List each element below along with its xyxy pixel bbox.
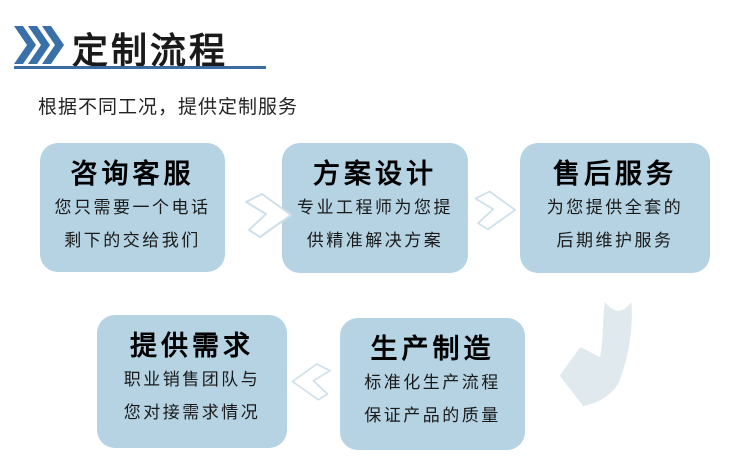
- arrow-right-icon: [474, 190, 516, 231]
- step-card-design: 方案设计 专业工程师为您提 供精准解决方案: [282, 143, 468, 273]
- step-card-aftersales: 售后服务 为您提供全套的 后期维护服务: [520, 143, 710, 273]
- arrow-left-icon: [291, 363, 331, 401]
- step-desc-line2: 您对接需求情况: [123, 403, 261, 423]
- step-desc-line1: 您只需要一个电话: [54, 198, 211, 218]
- page-tagline: 根据不同工况，提供定制服务: [38, 97, 299, 118]
- title-underline: [14, 66, 266, 69]
- step-title: 生产制造: [370, 334, 495, 364]
- step-card-requirements: 提供需求 职业销售团队与 您对接需求情况: [97, 315, 287, 448]
- step-desc-line1: 职业销售团队与: [123, 370, 261, 390]
- page-title: 定制流程: [72, 30, 229, 71]
- step-title: 提供需求: [130, 331, 254, 361]
- step-desc-line2: 剩下的交给我们: [64, 231, 201, 251]
- curved-down-left-arrow-icon: [559, 301, 632, 407]
- step-card-production: 生产制造 标准化生产流程 保证产品的质量: [340, 318, 525, 450]
- step-title: 咨询客服: [70, 159, 195, 189]
- step-desc-line1: 专业工程师为您提: [297, 198, 453, 218]
- step-title: 方案设计: [313, 159, 437, 189]
- step-card-consult: 咨询客服 您只需要一个电话 剩下的交给我们: [40, 143, 225, 272]
- step-desc-line2: 后期维护服务: [556, 231, 674, 251]
- step-desc-line1: 为您提供全套的: [546, 198, 684, 218]
- step-desc-line2: 供精准解决方案: [306, 231, 444, 251]
- step-desc-line2: 保证产品的质量: [364, 406, 501, 426]
- step-desc-line1: 标准化生产流程: [364, 373, 501, 393]
- step-title: 售后服务: [553, 159, 677, 189]
- triple-chevron-right-icon: [14, 26, 64, 64]
- arrow-right-icon: [245, 193, 292, 238]
